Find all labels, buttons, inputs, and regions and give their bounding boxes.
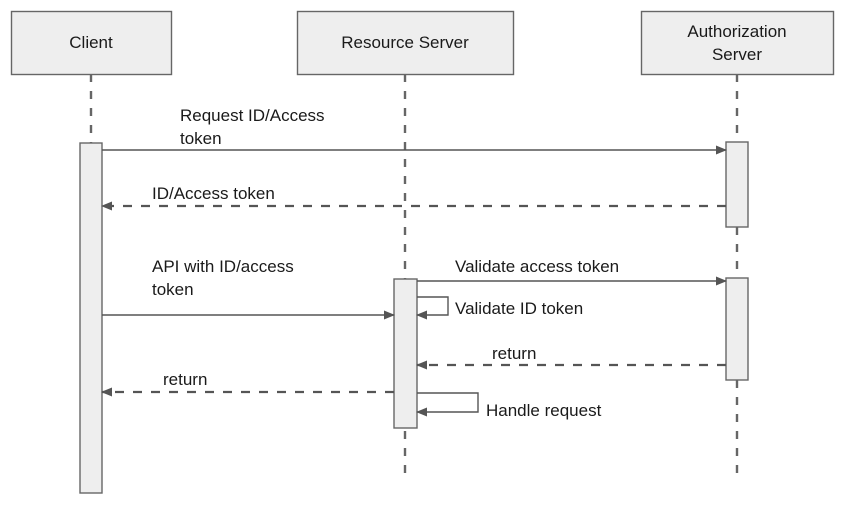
msg-api-call-label: API with ID/access token [152,257,294,299]
participant-box-client[interactable] [10,10,173,76]
msg-id-access-token-label: ID/Access token [152,184,275,203]
participant-box-auth[interactable] [640,10,835,76]
auth-activation-2 [725,277,749,381]
participant-box-resource[interactable] [296,10,515,76]
msg-validate-id-token-path [416,296,449,320]
msg-validate-access-label: Validate access token [455,257,620,276]
participant-label-client: Client [69,33,113,52]
resource-activation [393,278,418,429]
activation-bars-group [79,141,749,494]
msg-return-client-label: return [163,370,208,389]
participant-label-resource: Resource Server [341,33,469,52]
message-arrows-group [101,145,727,417]
msg-handle-request-label: Handle request [486,401,602,420]
participant-label-auth: Authorization Server [687,21,787,64]
msg-validate-id-token-label: Validate ID token [455,299,584,318]
msg-return-auth-label: return [492,344,537,363]
auth-activation-1 [725,141,749,228]
client-activation [79,142,103,494]
participant-boxes-group [10,10,835,76]
msg-request-token-label: Request ID/Access token [180,106,325,148]
msg-handle-request-path [416,392,479,417]
